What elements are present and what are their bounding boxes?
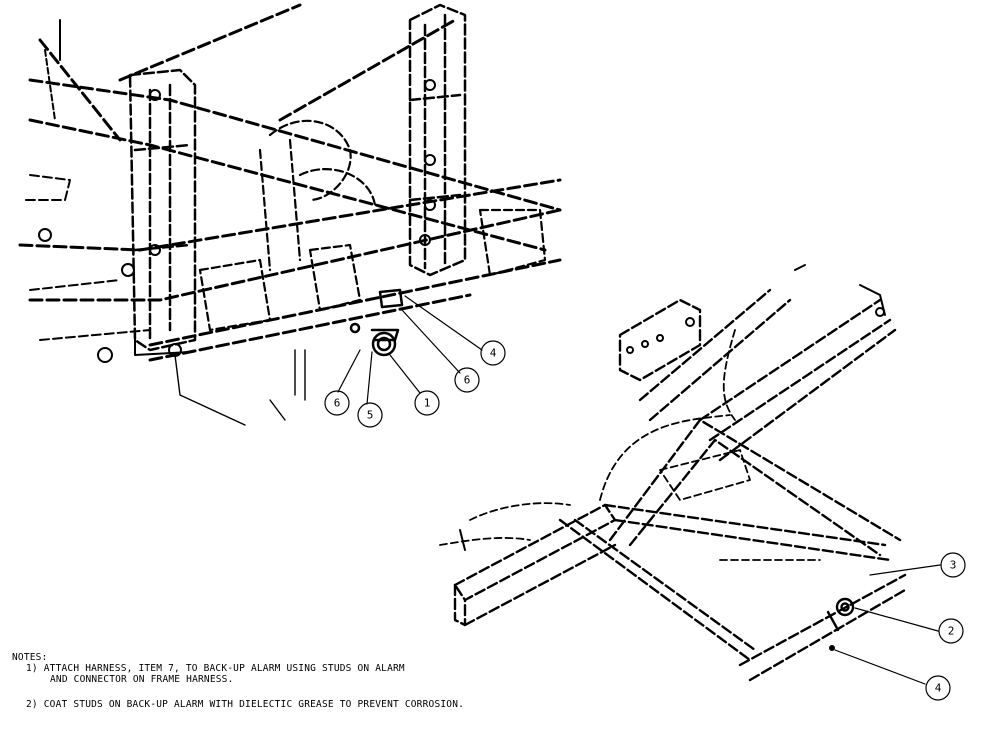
lower-right-assembly (439, 264, 941, 685)
callout-label: 5 (367, 409, 374, 422)
callout-6-left: 6 (324, 390, 350, 416)
callout-label: 6 (464, 374, 471, 387)
callout-2: 2 (938, 618, 964, 644)
callout-label: 2 (948, 625, 955, 638)
notes-heading: NOTES: (12, 652, 48, 663)
callout-5: 5 (357, 402, 383, 428)
note-1-line-2: AND CONNECTOR ON FRAME HARNESS. (50, 674, 234, 685)
callout-label: 4 (490, 347, 497, 360)
callout-4-upper: 4 (480, 340, 506, 366)
callout-label: 6 (334, 397, 341, 410)
callout-3: 3 (940, 552, 966, 578)
note-2: 2) COAT STUDS ON BACK-UP ALARM WITH DIEL… (26, 699, 465, 710)
callout-1: 1 (414, 390, 440, 416)
upper-left-assembly (18, 3, 562, 426)
note-1-line-1: 1) ATTACH HARNESS, ITEM 7, TO BACK-UP AL… (26, 663, 405, 674)
callout-4-lower: 4 (925, 675, 951, 701)
note-spacer (12, 685, 464, 699)
callout-label: 3 (950, 559, 957, 572)
notes-block: NOTES: 1) ATTACH HARNESS, ITEM 7, TO BAC… (12, 652, 464, 710)
callout-label: 4 (935, 682, 942, 695)
callout-6-right: 6 (454, 367, 480, 393)
callout-bubbles: 6 5 1 6 4 3 2 (324, 340, 966, 701)
callout-label: 1 (424, 397, 431, 410)
